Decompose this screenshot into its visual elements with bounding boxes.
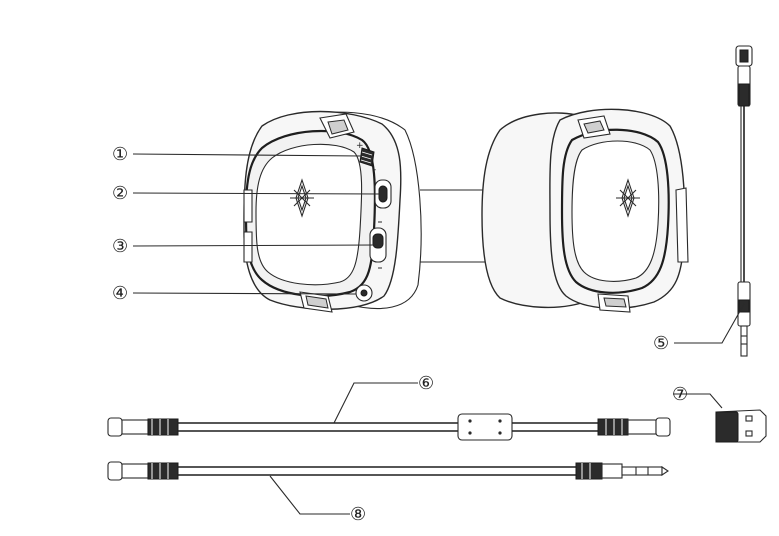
detachable-microphone [735,45,753,357]
callout-7-label: ⑦ [672,384,688,405]
left-earcup: + - [243,110,422,313]
callout-8-label: ⑧ [350,504,366,525]
mic-mute-switch-icon [369,221,387,269]
volume-minus-mark: - [373,165,376,175]
callout-3: ③ [112,236,128,257]
audio-cable [107,461,669,481]
callout-6: ⑥ [418,373,434,394]
callout-2: ② [112,183,128,204]
callout-1: ① [112,144,128,165]
volume-plus-mark: + [356,141,364,151]
callout-7: ⑦ [672,384,688,405]
callout-numbers: ① ② ③ ④ ⑤ ⑥ ⑦ ⑧ [112,144,688,525]
callout-3-label: ③ [112,236,128,257]
callout-1-label: ① [112,144,128,165]
callout-4: ④ [112,283,128,304]
callout-leaders [132,153,745,515]
callout-4-label: ④ [112,283,128,304]
volume-wheel-icon: + - [356,141,376,175]
callout-5: ⑤ [653,333,669,354]
right-earcup [481,108,689,313]
mic-port-icon [355,284,373,302]
headband [420,189,490,263]
callout-5-label: ⑤ [653,333,669,354]
callout-6-label: ⑥ [418,373,434,394]
usb-c-cable [107,413,671,441]
logo-icon [616,178,640,218]
callout-8: ⑧ [350,504,366,525]
callout-2-label: ② [112,183,128,204]
usb-dongle [715,409,767,443]
